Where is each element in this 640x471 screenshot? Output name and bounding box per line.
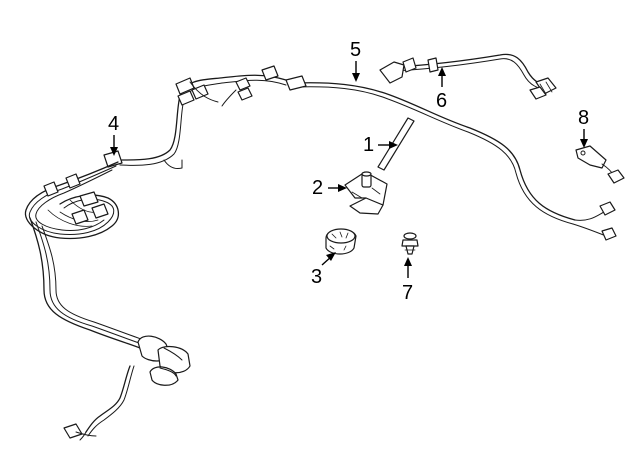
callout-label-8: 8	[578, 107, 589, 129]
callout-label-4: 4	[108, 113, 119, 135]
part-4-harness	[24, 65, 287, 441]
part-8-bracket	[575, 145, 625, 184]
callout-7: 7	[402, 257, 413, 304]
callout-3: 3	[311, 252, 336, 288]
part-7-bolt	[401, 232, 419, 255]
callout-2: 2	[312, 177, 347, 199]
callout-label-6: 6	[436, 90, 447, 112]
callout-label-7: 7	[402, 282, 413, 304]
callout-label-3: 3	[311, 266, 322, 288]
callout-1: 1	[363, 134, 398, 156]
callout-4: 4	[108, 113, 119, 156]
callout-5: 5	[350, 39, 361, 82]
callout-label-5: 5	[350, 39, 361, 61]
callout-6: 6	[436, 67, 447, 112]
part-1-rod	[377, 117, 415, 171]
part-6-harness	[379, 53, 557, 100]
part-3-grommet	[325, 228, 357, 255]
part-2-sensor	[344, 171, 388, 215]
part-5-harness	[285, 75, 617, 241]
callout-8: 8	[578, 107, 589, 148]
callout-label-1: 1	[363, 134, 374, 156]
callout-label-2: 2	[312, 177, 323, 199]
